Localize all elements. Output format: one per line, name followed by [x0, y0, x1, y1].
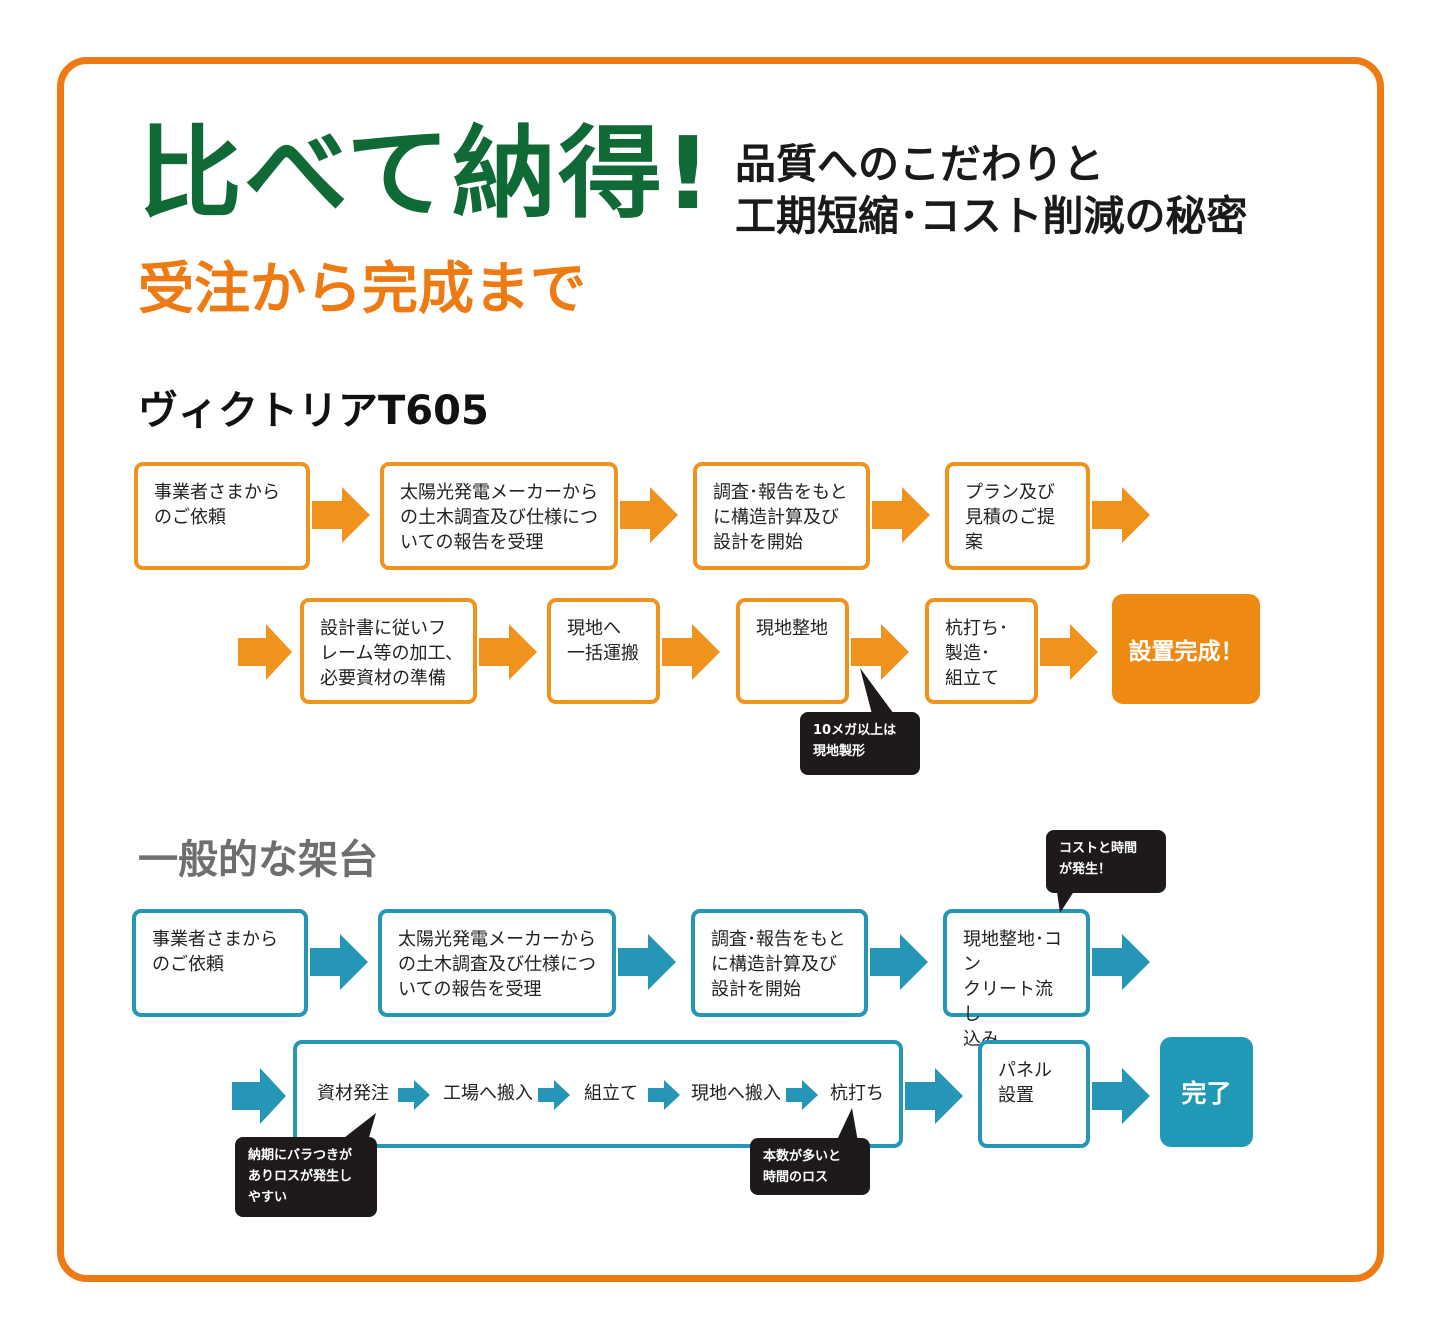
callout-cost-time: コストと時間 が発生！: [1046, 830, 1166, 893]
callout-tail: [836, 1108, 858, 1142]
arrow-right-icon: [905, 1068, 963, 1124]
arrow-right-icon: [1040, 624, 1098, 680]
t605-step-transport: 現地へ 一括運搬: [547, 598, 660, 704]
arrow-right-icon: [1092, 1068, 1150, 1124]
generic-step-survey-report: 太陽光発電メーカーから の土木調査及び仕様につ いての報告を受理: [378, 909, 616, 1017]
section1-title: ヴィクトリアT605: [138, 388, 489, 434]
process-step-factory: 工場へ搬入: [443, 1083, 533, 1104]
generic-step-request: 事業者さまから のご依頼: [132, 909, 308, 1017]
small-arrow-icon: [648, 1080, 680, 1110]
side-title-line2: 工期短縮･コスト削減の秘密: [735, 192, 1248, 240]
arrow-right-icon: [620, 487, 678, 543]
generic-step-design: 調査･報告をもと に構造計算及び 設計を開始: [691, 909, 868, 1017]
main-title: 比べて納得!: [138, 115, 714, 232]
t605-step-fabrication: 設計書に従いフ レーム等の加工､ 必要資材の準備: [300, 598, 477, 704]
callout-tail: [340, 1113, 376, 1141]
t605-step-piling: 杭打ち･ 製造･ 組立て: [925, 598, 1038, 704]
step-label: 事業者さまから のご依頼: [154, 482, 280, 528]
callout-pile-count: 本数が多いと 時間のロス: [750, 1138, 870, 1195]
generic-complete-badge: 完了: [1160, 1037, 1253, 1147]
step-label: 現地整地: [756, 618, 828, 639]
step-label: パネル 設置: [998, 1060, 1052, 1106]
generic-step-concrete: 現地整地･コン クリート流し 込み: [943, 909, 1090, 1050]
callout-tail: [860, 668, 894, 714]
process-step-piling: 杭打ち: [830, 1083, 884, 1104]
arrow-right-icon: [662, 624, 720, 680]
section2-title: 一般的な架台: [138, 837, 378, 883]
orange-frame: [57, 57, 1384, 1282]
small-arrow-icon: [538, 1080, 570, 1110]
step-label: 太陽光発電メーカーから の土木調査及び仕様につ いての報告を受理: [400, 482, 598, 553]
small-arrow-icon: [786, 1080, 818, 1110]
arrow-right-icon: [870, 934, 928, 990]
step-label: 杭打ち･ 製造･ 組立て: [945, 618, 1008, 689]
arrow-right-icon: [1092, 487, 1150, 543]
arrow-right-icon: [238, 624, 292, 680]
side-title-line1: 品質へのこだわりと: [735, 140, 1104, 188]
process-step-assembly: 組立て: [584, 1083, 638, 1104]
callout-on-site-forming: 10メガ以上は 現地製形: [800, 712, 920, 775]
arrow-right-icon: [1092, 934, 1150, 990]
step-label: 設計書に従いフ レーム等の加工､ 必要資材の準備: [320, 618, 455, 689]
t605-step-survey-report: 太陽光発電メーカーから の土木調査及び仕様につ いての報告を受理: [380, 462, 618, 570]
step-label: 太陽光発電メーカーから の土木調査及び仕様につ いての報告を受理: [398, 929, 596, 1000]
process-step-order: 資材発注: [317, 1083, 389, 1104]
arrow-right-icon: [310, 934, 368, 990]
t605-step-request: 事業者さまから のご依頼: [134, 462, 310, 570]
arrow-right-icon: [232, 1068, 286, 1124]
t605-step-grading: 現地整地: [736, 598, 849, 704]
step-label: 現地へ 一括運搬: [567, 618, 639, 664]
side-title: 品質へのこだわりと 工期短縮･コスト削減の秘密: [735, 138, 1248, 242]
step-label: 調査･報告をもと に構造計算及び 設計を開始: [713, 482, 848, 553]
arrow-right-icon: [479, 624, 537, 680]
step-label: 事業者さまから のご依頼: [152, 929, 278, 975]
step-label: 現地整地･コン クリート流し 込み: [963, 929, 1062, 1050]
t605-step-design: 調査･報告をもと に構造計算及び 設計を開始: [693, 462, 870, 570]
subtitle: 受注から完成まで: [138, 257, 586, 322]
arrow-right-icon: [618, 934, 676, 990]
callout-delivery-variance: 納期にバラつきが ありロスが発生し やすい: [235, 1137, 377, 1217]
small-arrow-icon: [398, 1080, 430, 1110]
arrow-right-icon: [312, 487, 370, 543]
process-step-site-delivery: 現地へ搬入: [691, 1083, 781, 1104]
step-label: プラン及び 見積のご提案: [965, 482, 1055, 553]
t605-step-proposal: プラン及び 見積のご提案: [945, 462, 1090, 570]
generic-step-panel: パネル 設置: [978, 1040, 1090, 1148]
t605-complete-badge: 設置完成！: [1112, 594, 1260, 704]
step-label: 調査･報告をもと に構造計算及び 設計を開始: [711, 929, 846, 1000]
arrow-right-icon: [872, 487, 930, 543]
arrow-right-icon: [851, 624, 909, 680]
